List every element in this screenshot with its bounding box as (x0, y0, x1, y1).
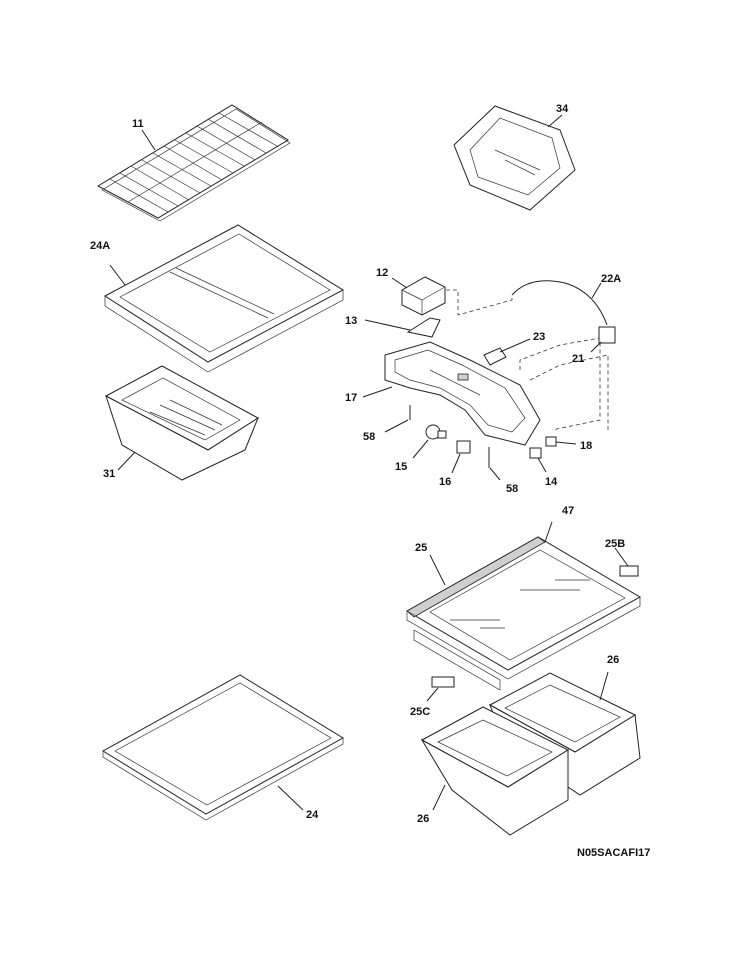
callout-12: 12 (376, 267, 388, 279)
callout-14: 14 (545, 476, 558, 488)
part-24A-crisper-cover (104, 224, 345, 373)
callout-25C: 25C (410, 706, 430, 718)
part-25C-bracket (426, 676, 455, 702)
drawing-code: N05SACAFI17 (577, 847, 650, 859)
part-16-socket (451, 440, 471, 474)
callout-58-b: 58 (506, 483, 518, 495)
part-34-door-bin (453, 105, 576, 211)
callout-58-a: 58 (363, 431, 375, 443)
callout-26-a: 26 (607, 654, 619, 666)
part-24-glass-shelf (102, 674, 344, 821)
part-26-drawer-front (420, 706, 570, 836)
callout-15: 15 (395, 461, 407, 473)
callout-26-b: 26 (417, 813, 429, 825)
callout-11: 11 (132, 118, 144, 130)
callout-47: 47 (562, 505, 574, 517)
part-25-shelf-frame (406, 521, 641, 691)
callout-21: 21 (572, 353, 584, 365)
part-15-bulb (412, 424, 447, 459)
callout-24A: 24A (90, 240, 110, 252)
part-58-screw-b (488, 447, 501, 481)
part-13-lens (364, 317, 441, 338)
callout-18: 18 (580, 440, 592, 452)
part-21-connector (590, 326, 616, 353)
part-14-clip (529, 447, 547, 473)
callout-25B: 25B (605, 538, 625, 550)
callout-23: 23 (533, 331, 545, 343)
part-17-light-housing (362, 341, 541, 446)
part-47-shelf-glass (405, 536, 642, 671)
callout-34: 34 (556, 103, 569, 115)
callout-24: 24 (306, 809, 319, 821)
callout-labels: 11 34 24A 12 22A 13 23 21 17 58 18 15 16… (90, 103, 650, 859)
part-11-wire-shelf (96, 104, 291, 222)
part-25B-bracket (614, 547, 639, 577)
callout-17: 17 (345, 392, 357, 404)
part-23-switch (483, 338, 531, 366)
callout-31: 31 (103, 468, 115, 480)
part-22A-harness (446, 280, 609, 431)
callout-13: 13 (345, 315, 357, 327)
callout-16: 16 (439, 476, 451, 488)
callout-22A: 22A (601, 273, 621, 285)
part-18-clip (545, 436, 577, 447)
part-12-light-shield (391, 276, 446, 316)
callout-25: 25 (415, 542, 427, 554)
part-31-crisper-drawer (104, 365, 260, 481)
part-58-screw-a (384, 405, 411, 433)
